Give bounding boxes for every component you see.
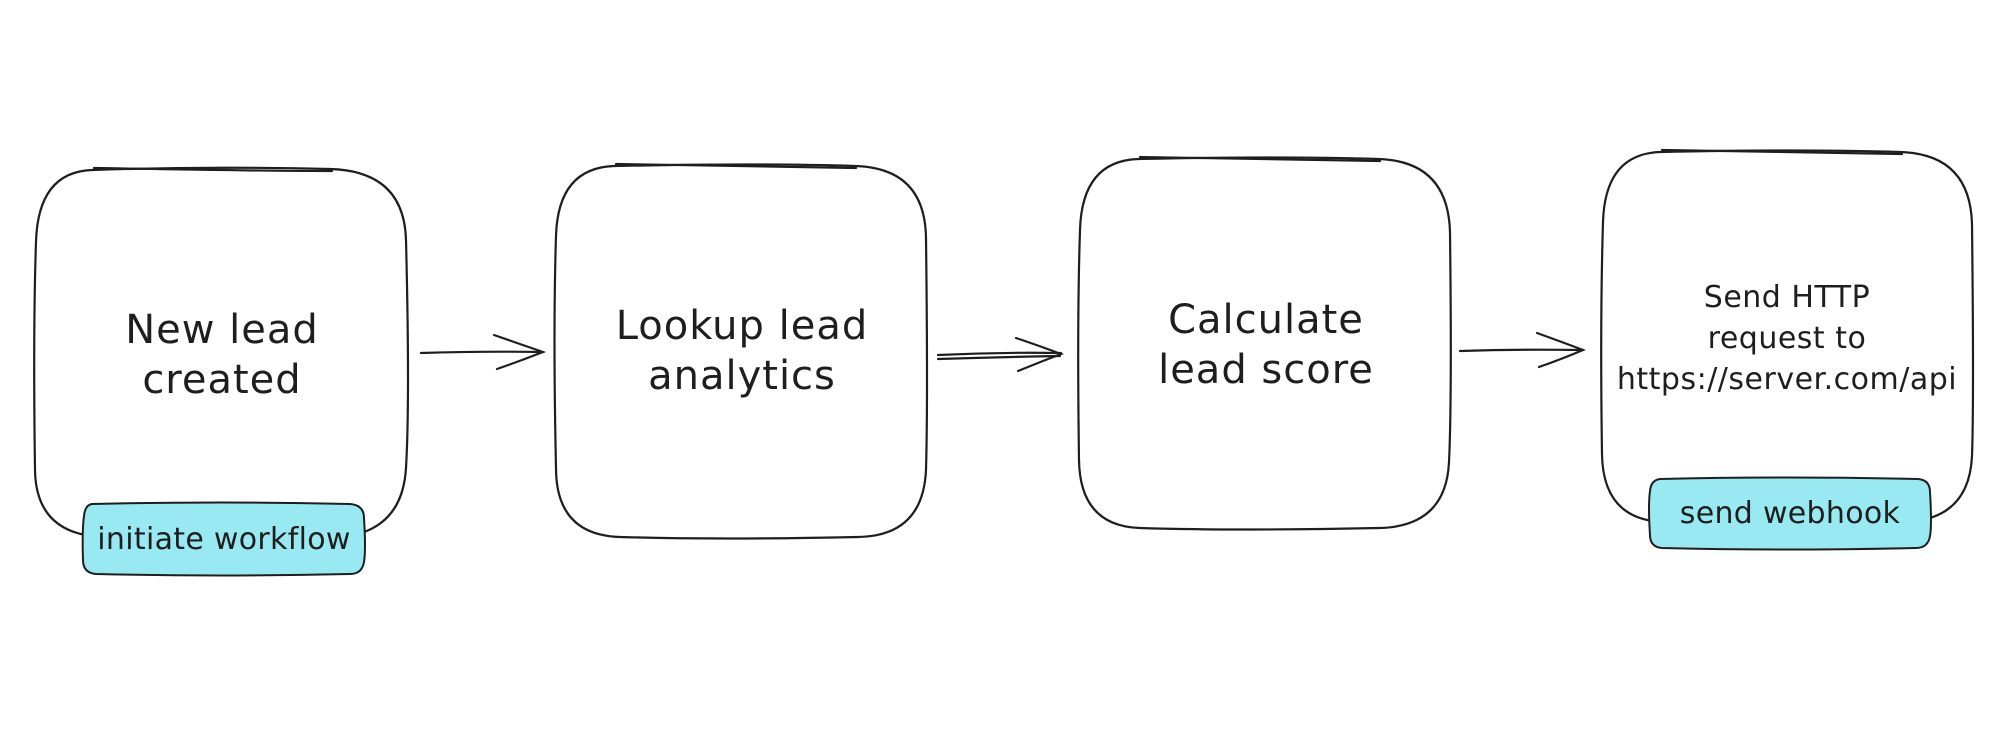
tag-shape-initiate (81, 501, 366, 577)
step-box-lookup (553, 162, 929, 540)
tag-shape-send-webhook (1648, 476, 1932, 551)
step-label-lookup: Lookup lead analytics (615, 303, 869, 399)
arrow-1 (419, 333, 547, 371)
tag-initiate-workflow: initiate workflow (97, 521, 351, 557)
step-label-send-http: Send HTTP request to https://server.com/… (1616, 279, 1958, 397)
step-label-new-lead: New lead created (125, 307, 319, 403)
arrow-3 (1458, 331, 1586, 369)
arrow-2 (936, 336, 1065, 373)
step-label-calculate: Calculate lead score (1158, 297, 1374, 393)
step-box-calculate (1077, 155, 1452, 531)
tag-send-webhook: send webhook (1679, 496, 1901, 531)
